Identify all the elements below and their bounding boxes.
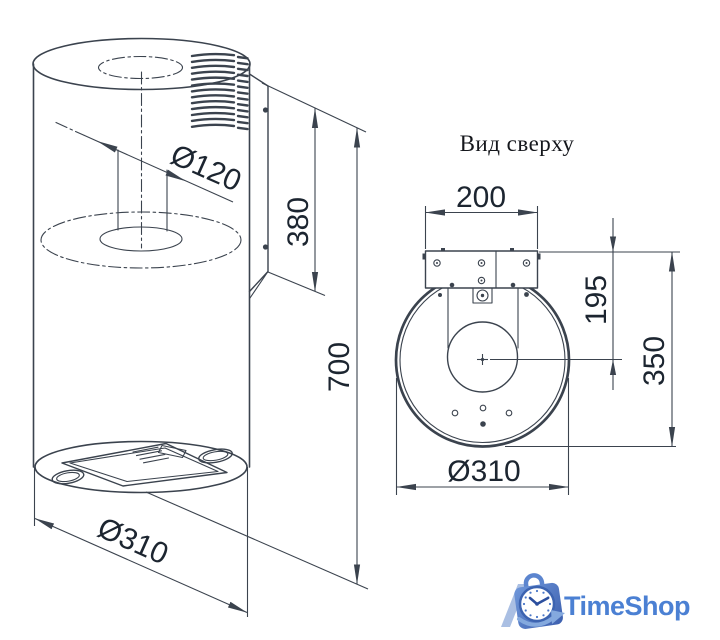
bag-handle — [523, 573, 545, 591]
dimension-center-offset: 195 — [580, 218, 617, 390]
arrowhead — [609, 236, 617, 252]
swoosh-arrow-icon — [517, 610, 565, 627]
screw-holes — [438, 292, 529, 427]
duct-hole-top — [97, 55, 184, 80]
mid-section-ellipse — [40, 211, 242, 269]
cable-clip — [472, 287, 493, 304]
mid-duct-ellipse — [99, 226, 183, 252]
center-mark — [477, 354, 488, 365]
plate-screw — [262, 107, 269, 113]
mounting-plate — [248, 73, 269, 299]
lamp-right — [198, 448, 233, 464]
dim-plate-height-label: 380 — [282, 197, 315, 247]
timeshop-logo: TimeShop — [501, 573, 691, 629]
lamp-left — [51, 469, 85, 485]
dimension-body-diameter: Ø310 — [34, 511, 248, 614]
brand-text: TimeShop — [564, 591, 690, 621]
clock-icon — [518, 585, 556, 623]
dimension-body-height: 700 — [323, 127, 361, 585]
dim-total-depth-label: 350 — [638, 336, 671, 386]
bracket-screws — [433, 259, 531, 288]
dimension-bracket-width: 200 — [425, 181, 538, 216]
isometric-view: Ø120 380 700 Ø310 — [32, 37, 369, 617]
dim-bracket-width-label: 200 — [456, 181, 506, 214]
arrowhead — [609, 359, 617, 375]
duct-pipe — [117, 149, 168, 232]
dim-top-view-diameter-label: Ø310 — [447, 455, 520, 488]
vent-grille-icon — [190, 52, 249, 131]
top-view: Вид сверху — [394, 131, 680, 495]
mounting-bracket — [422, 248, 541, 289]
duct-circle — [446, 321, 519, 393]
top-view-title: Вид сверху — [460, 131, 575, 156]
dimension-top-view-diameter: Ø310 — [396, 455, 569, 491]
dim-body-height-label: 700 — [323, 342, 356, 392]
dim-center-offset-label: 195 — [580, 275, 613, 325]
panel-grip — [132, 446, 170, 464]
dimension-total-depth: 350 — [638, 251, 676, 447]
plate-screw — [262, 244, 269, 250]
dimension-plate-height: 380 — [282, 108, 319, 292]
extension-lines — [33, 82, 369, 617]
dimension-duct-diameter: Ø120 — [55, 121, 246, 203]
arrowhead — [165, 169, 186, 182]
arrowhead — [97, 141, 118, 153]
filter-panel — [61, 442, 228, 487]
